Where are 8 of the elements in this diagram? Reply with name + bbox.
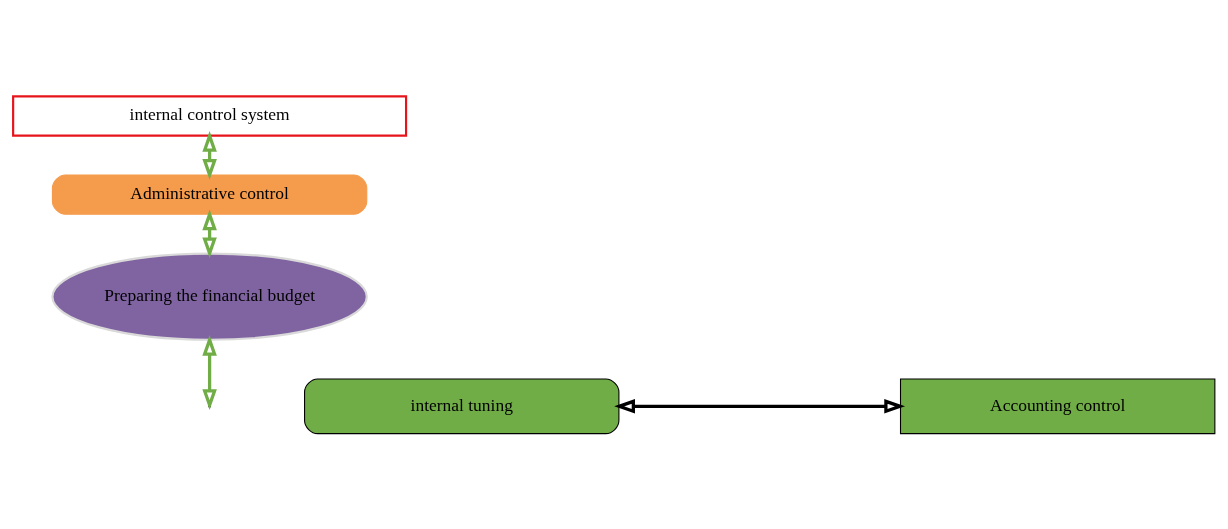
node-box: Administrative control (51, 173, 368, 215)
node-box: internal tuning (304, 378, 620, 434)
arrow (614, 398, 906, 414)
node-box: Accounting control (899, 378, 1216, 434)
arrow (202, 130, 217, 180)
node-ellipse: Preparing the financial budget (51, 251, 368, 341)
node-box: internal control system (12, 94, 408, 137)
arrow (202, 209, 217, 258)
